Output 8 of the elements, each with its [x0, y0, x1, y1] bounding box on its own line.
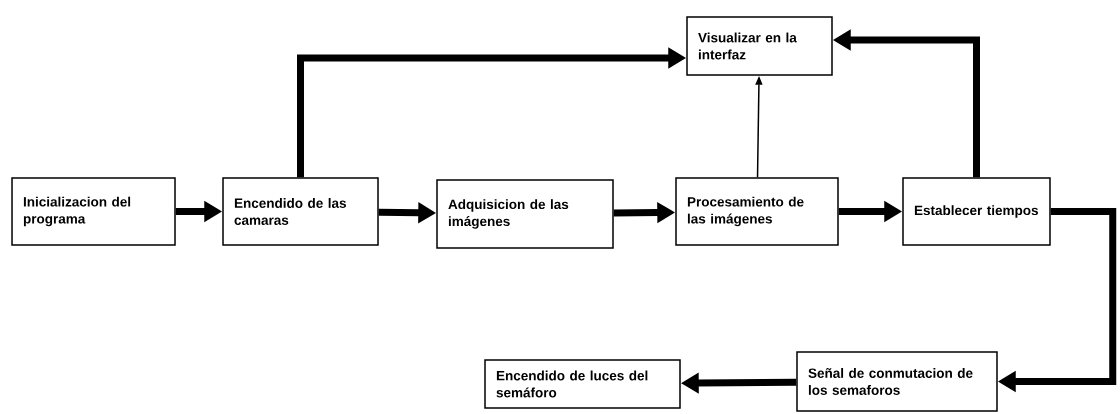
- process-box: Inicializacion del programa: [11, 177, 176, 246]
- process-box: Establecer tiempos: [902, 177, 1051, 246]
- process-box: Encendido de las camaras: [222, 177, 379, 246]
- process-box: Visualizar en la interfaz: [686, 16, 833, 76]
- process-box: Procesamiento de las imágenes: [675, 177, 839, 246]
- process-box: Adquisicion de las imágenes: [436, 179, 614, 249]
- process-box: Encendido de luces del semáforo: [484, 359, 681, 409]
- process-box: Señal de conmutacion de los semaforos: [796, 351, 998, 412]
